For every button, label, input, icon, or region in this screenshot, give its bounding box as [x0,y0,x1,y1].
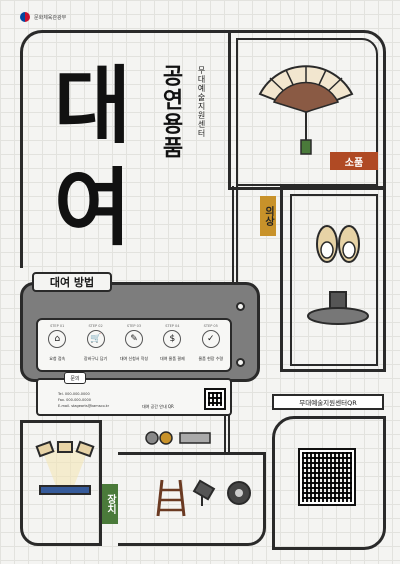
frame-bottom-middle [118,452,266,546]
rental-steps: STEP 01 ⌂ 요청 접속 STEP 02 🛒 장바구니 담기 STEP 0… [36,318,232,372]
connector-lower [224,414,230,454]
contact-fax: Fax. 000-000-0000 [58,398,91,402]
step-3: STEP 03 ✎ 대여 신청서 작성 [119,324,149,361]
frame-right-middle-inner [290,194,378,366]
title-char-2: 여 [54,159,131,257]
rental-heading: 대여 방법 [32,272,112,292]
step-5: STEP 05 ✓ 물품 현장 수령 [198,324,224,361]
tag-props: 소품 [330,152,378,170]
wheel-icon [227,481,251,505]
panel-pin-2 [236,358,245,367]
fan-icon [258,65,354,155]
payment-icon: $ [163,330,182,348]
frame-right-middle [280,186,386,372]
traditional-shoes-icon [316,225,360,263]
center-qr-label: 무대예술지원센터QR [272,394,384,410]
frame-bottom-left [20,420,102,546]
cart-icon: 🛒 [86,330,105,348]
contact-badge: 문의 [64,372,86,384]
stage-light-icon [35,440,95,495]
frame-top-left [20,30,232,268]
check-icon: ✓ [201,330,220,348]
nuts-bolts-icon [145,431,211,445]
contact-email: E-mail. stagearts@kamsco.kr [58,404,110,408]
rental-qr-code[interactable] [204,388,226,410]
ministry-header: 문화체육관광부 [20,12,66,22]
panel-pin-1 [236,302,245,311]
tag-costume: 의상 [260,196,276,236]
form-icon: ✎ [124,330,143,348]
frame-top-right-inner [236,38,378,186]
subtitle-vertical: 공연용품 [158,64,183,160]
rental-qr-caption: 대여 공간 안내 QR [142,404,174,409]
contact-tel: Tel. 000-000-0000 [58,392,90,396]
frame-bottom-right [272,416,386,550]
ministry-name: 문화체육관광부 [34,14,67,21]
step-1: STEP 01 ⌂ 요청 접속 [48,324,67,361]
government-emblem-icon [20,12,30,22]
gat-hat-icon [307,291,369,325]
spotlight-icon [192,479,216,506]
tag-equipment: 장치 [102,484,118,524]
center-name-vertical: 무대예술지원센터 [197,66,206,138]
title-char-1: 대 [54,57,131,155]
step-4: STEP 04 $ 대여 물품 결제 [160,324,185,361]
web-icon: ⌂ [48,330,67,348]
contact-box: 문의 Tel. 000-000-0000 Fax. 000-000-0000 E… [36,372,232,416]
step-2: STEP 02 🛒 장바구니 담기 [83,324,108,361]
ladder-icon [156,479,186,517]
center-qr-code[interactable] [298,448,356,506]
connector-vertical [232,186,238,282]
